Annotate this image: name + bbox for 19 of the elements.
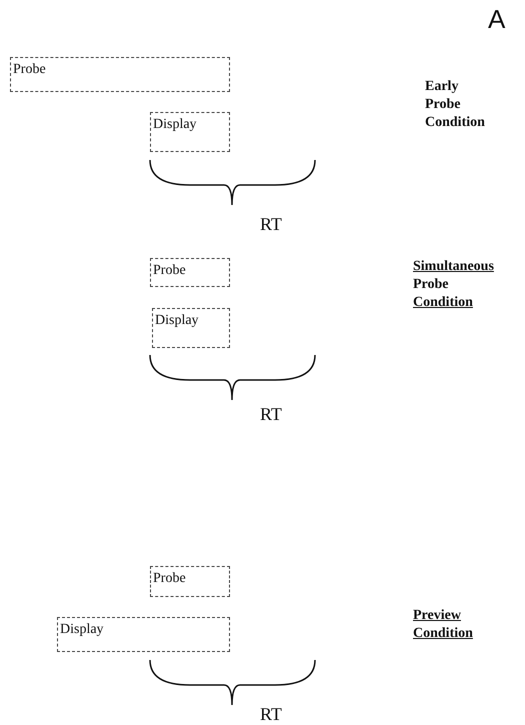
event-name: Probe <box>153 571 186 586</box>
rt-label: RT <box>260 405 283 423</box>
event-box <box>150 566 230 597</box>
event-box <box>10 57 230 92</box>
panel-letter: A <box>488 10 506 28</box>
event-box <box>150 112 230 152</box>
condition-label: Simultaneous Probe Condition <box>413 258 495 312</box>
event-name: Probe <box>13 62 46 77</box>
event-box <box>57 617 230 652</box>
rt-label: RT <box>260 215 283 233</box>
event-name: Display <box>155 313 199 328</box>
rt-label: RT <box>260 705 283 723</box>
event-name: Display <box>60 622 104 637</box>
event-box <box>150 258 230 287</box>
event-name: Probe <box>153 263 186 278</box>
event-box <box>152 308 230 348</box>
condition-label: Preview Condition <box>413 607 474 643</box>
condition-label: Early Probe Condition <box>425 78 486 132</box>
event-name: Display <box>153 117 197 132</box>
